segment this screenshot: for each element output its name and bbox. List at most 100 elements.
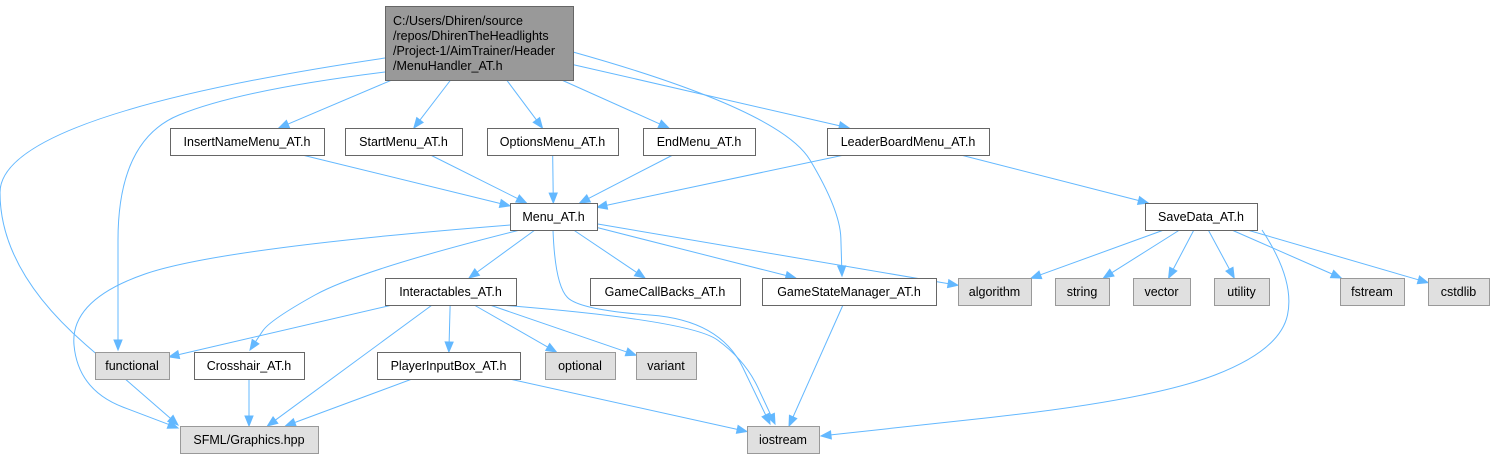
node-box[interactable] — [545, 352, 616, 380]
node-box[interactable] — [1214, 278, 1270, 306]
edge-line — [302, 154, 501, 204]
node-playerinput[interactable]: PlayerInputBox_AT.h — [377, 352, 521, 380]
node-box[interactable] — [95, 352, 170, 380]
node-label: Crosshair_AT.h — [207, 359, 292, 373]
node-box[interactable] — [1133, 278, 1191, 306]
arrowhead-icon — [244, 415, 254, 428]
node-optionsmenu[interactable]: OptionsMenu_AT.h — [487, 128, 619, 156]
edge-root-to-startmenu — [413, 79, 452, 130]
node-sfml[interactable]: SFML/Graphics.hpp — [180, 426, 319, 454]
node-startmenu[interactable]: StartMenu_AT.h — [345, 128, 463, 156]
nodes-layer: C:/Users/Dhiren/source/repos/DhirenTheHe… — [95, 6, 1490, 454]
node-endmenu[interactable]: EndMenu_AT.h — [643, 128, 756, 156]
node-box[interactable] — [590, 278, 741, 306]
node-insertname[interactable]: InsertNameMenu_AT.h — [170, 128, 325, 156]
arrowhead-icon — [113, 339, 123, 352]
node-functional[interactable]: functional — [95, 352, 170, 380]
edge-root-to-insertname — [277, 79, 393, 129]
node-box[interactable] — [1055, 278, 1110, 306]
node-label: string — [1067, 285, 1098, 299]
node-optional[interactable]: optional — [545, 352, 616, 380]
node-box[interactable] — [1428, 278, 1490, 306]
node-box[interactable] — [487, 128, 619, 156]
node-string[interactable]: string — [1055, 278, 1110, 306]
edge-interactables-to-sfml — [266, 304, 433, 427]
node-variant[interactable]: variant — [636, 352, 697, 380]
node-fstream[interactable]: fstream — [1340, 278, 1405, 306]
edge-playerinput-to-sfml — [284, 378, 413, 427]
node-box[interactable] — [377, 352, 521, 380]
edge-gamestate-to-iostream — [788, 304, 844, 428]
arrowhead-icon — [249, 338, 260, 352]
node-interactables[interactable]: Interactables_AT.h — [385, 278, 517, 306]
node-box[interactable] — [345, 128, 463, 156]
arrowhead-icon — [498, 198, 512, 208]
node-gamestate[interactable]: GameStateManager_AT.h — [762, 278, 937, 306]
node-label: Menu_AT.h — [522, 210, 584, 224]
node-box[interactable] — [170, 128, 325, 156]
node-root[interactable]: C:/Users/Dhiren/source/repos/DhirenTheHe… — [385, 6, 574, 81]
node-iostream[interactable]: iostream — [747, 426, 820, 454]
arrowhead-icon — [766, 412, 776, 426]
node-crosshair[interactable]: Crosshair_AT.h — [194, 352, 305, 380]
edge-line — [0, 57, 386, 419]
node-algorithm[interactable]: algorithm — [958, 278, 1032, 306]
arrowhead-icon — [1136, 195, 1150, 205]
node-label: functional — [105, 359, 159, 373]
arrowhead-icon — [413, 116, 424, 130]
node-box[interactable] — [1340, 278, 1405, 306]
edge-line — [1111, 229, 1180, 274]
node-box[interactable] — [385, 6, 574, 81]
node-box[interactable] — [510, 203, 598, 231]
edge-line — [255, 229, 521, 342]
node-box[interactable] — [385, 278, 517, 306]
arrowhead-icon — [1329, 269, 1343, 279]
edge-savedata-to-iostream — [819, 229, 1290, 440]
node-box[interactable] — [958, 278, 1032, 306]
edge-line — [573, 229, 637, 273]
arrowhead-icon — [788, 414, 798, 428]
edge-interactables-to-iostream — [499, 304, 776, 426]
edge-savedata-to-fstream — [1231, 229, 1343, 279]
node-label: utility — [1227, 285, 1256, 299]
node-label: StartMenu_AT.h — [359, 135, 448, 149]
node-box[interactable] — [180, 426, 319, 454]
edge-line — [606, 154, 845, 206]
arrowhead-icon — [735, 424, 749, 434]
arrowhead-icon — [467, 267, 481, 279]
node-box[interactable] — [636, 352, 697, 380]
node-vector[interactable]: vector — [1133, 278, 1191, 306]
edge-line — [430, 154, 518, 199]
node-box[interactable] — [747, 426, 820, 454]
node-utility[interactable]: utility — [1214, 278, 1270, 306]
edge-line — [552, 229, 767, 416]
edge-savedata-to-cstdlib — [1247, 229, 1430, 285]
edge-root-to-endmenu — [561, 79, 671, 129]
node-box[interactable] — [1145, 203, 1258, 231]
node-box[interactable] — [827, 128, 990, 156]
node-box[interactable] — [194, 352, 305, 380]
edge-startmenu-to-menu — [430, 154, 528, 204]
node-savedata[interactable]: SaveData_AT.h — [1145, 203, 1258, 231]
edge-line — [117, 71, 386, 340]
edge-line — [1040, 229, 1165, 276]
node-menu[interactable]: Menu_AT.h — [510, 203, 598, 231]
node-label: fstream — [1351, 285, 1393, 299]
node-gamecallbacks[interactable]: GameCallBacks_AT.h — [590, 278, 741, 306]
edge-interactables-to-functional — [167, 304, 393, 360]
edge-line — [275, 304, 433, 421]
node-label: optional — [558, 359, 602, 373]
node-leaderboard[interactable]: LeaderBoardMenu_AT.h — [827, 128, 990, 156]
node-label: variant — [647, 359, 685, 373]
edge-root-to-sfml — [0, 57, 386, 426]
edge-crosshair-to-sfml — [244, 379, 254, 428]
node-box[interactable] — [643, 128, 756, 156]
arrowhead-icon — [277, 119, 291, 129]
edge-line — [419, 79, 452, 121]
node-label: LeaderBoardMenu_AT.h — [841, 135, 976, 149]
node-cstdlib[interactable]: cstdlib — [1428, 278, 1490, 306]
node-label: EndMenu_AT.h — [657, 135, 742, 149]
node-box[interactable] — [762, 278, 937, 306]
edge-menu-to-sfml — [73, 224, 511, 429]
